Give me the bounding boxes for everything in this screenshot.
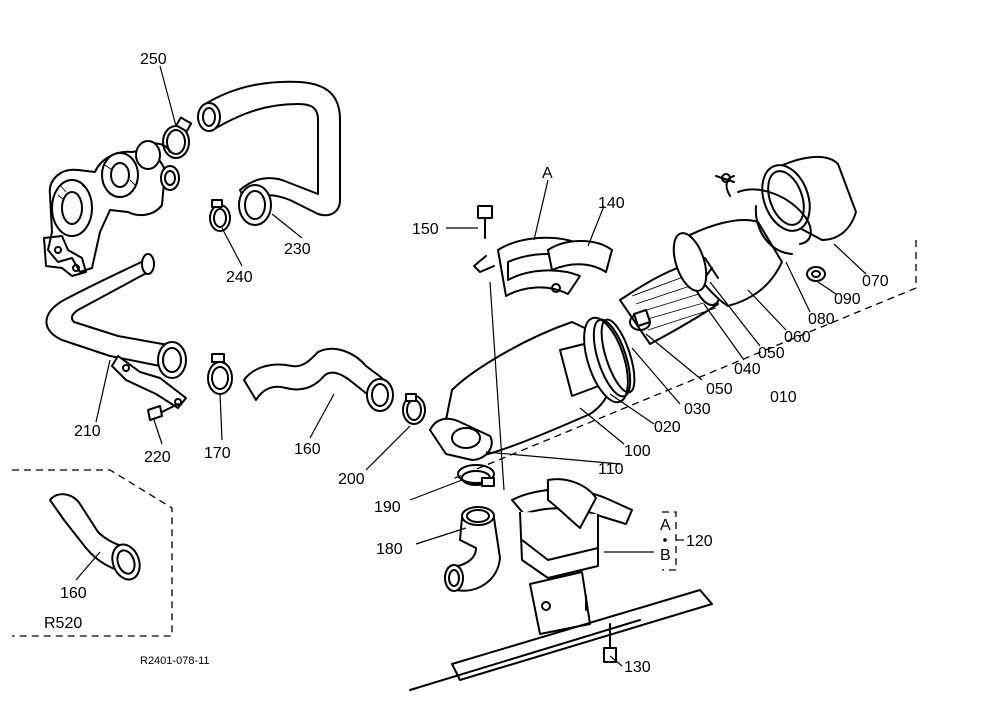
inset-hose-160	[49, 493, 141, 581]
end-cap-070	[754, 155, 857, 255]
bracket-140	[473, 236, 613, 297]
label-240: 240	[226, 269, 253, 286]
band-080	[715, 173, 812, 245]
pipe-210	[45, 253, 187, 409]
hose-230	[197, 80, 341, 226]
bolt-220	[147, 403, 179, 421]
elbow-hose-180	[444, 506, 501, 592]
drawing-code: R2401-078-11	[140, 655, 210, 667]
assembly-010-boundary	[449, 240, 917, 481]
label-a-top: A	[542, 165, 553, 182]
label-050-upper: 050	[758, 345, 785, 362]
clamp-250	[162, 116, 193, 159]
nut-090	[806, 266, 826, 282]
label-070: 070	[862, 273, 889, 290]
label-inset-160: 160	[60, 585, 87, 602]
label-040: 040	[734, 361, 761, 378]
clamp-240	[209, 199, 231, 232]
label-010: 010	[770, 389, 797, 406]
clamp-170	[207, 353, 233, 395]
air-cleaner-body-100	[429, 316, 636, 461]
label-080: 080	[808, 311, 835, 328]
label-020: 020	[654, 419, 681, 436]
label-100: 100	[624, 443, 651, 460]
leader-lines	[75, 65, 867, 667]
label-110: 110	[598, 461, 624, 478]
bolt-150	[477, 205, 493, 239]
label-130: 130	[624, 659, 651, 676]
cover-060	[672, 219, 783, 307]
label-b-bottom: B	[660, 547, 671, 564]
label-060: 060	[784, 329, 811, 346]
label-230: 230	[284, 241, 311, 258]
label-dot	[663, 538, 667, 542]
band-030	[629, 309, 651, 331]
label-250: 250	[140, 51, 167, 68]
label-170: 170	[204, 445, 231, 462]
label-140: 140	[598, 195, 625, 212]
label-150: 150	[412, 221, 439, 238]
inset-boundary	[12, 469, 173, 637]
label-190: 190	[374, 499, 401, 516]
mounting-plate	[409, 589, 713, 691]
clamp-190	[457, 464, 495, 487]
part-labels: 250 230 240 210 220 170 160 200 190 180 …	[44, 51, 889, 676]
label-inset-model: R520	[44, 615, 82, 632]
turbocharger	[43, 140, 180, 277]
label-220: 220	[144, 449, 171, 466]
bracket-120	[511, 478, 633, 635]
label-a-bottom: A	[660, 517, 671, 534]
hose-160	[243, 347, 394, 412]
label-160: 160	[294, 441, 321, 458]
label-030: 030	[684, 401, 711, 418]
label-200: 200	[338, 471, 365, 488]
label-090: 090	[834, 291, 861, 308]
clamp-200	[402, 393, 426, 425]
bracket-120-boundary	[662, 511, 677, 571]
label-120: 120	[686, 533, 713, 550]
label-210: 210	[74, 423, 101, 440]
label-180: 180	[376, 541, 403, 558]
label-050-lower: 050	[706, 381, 733, 398]
